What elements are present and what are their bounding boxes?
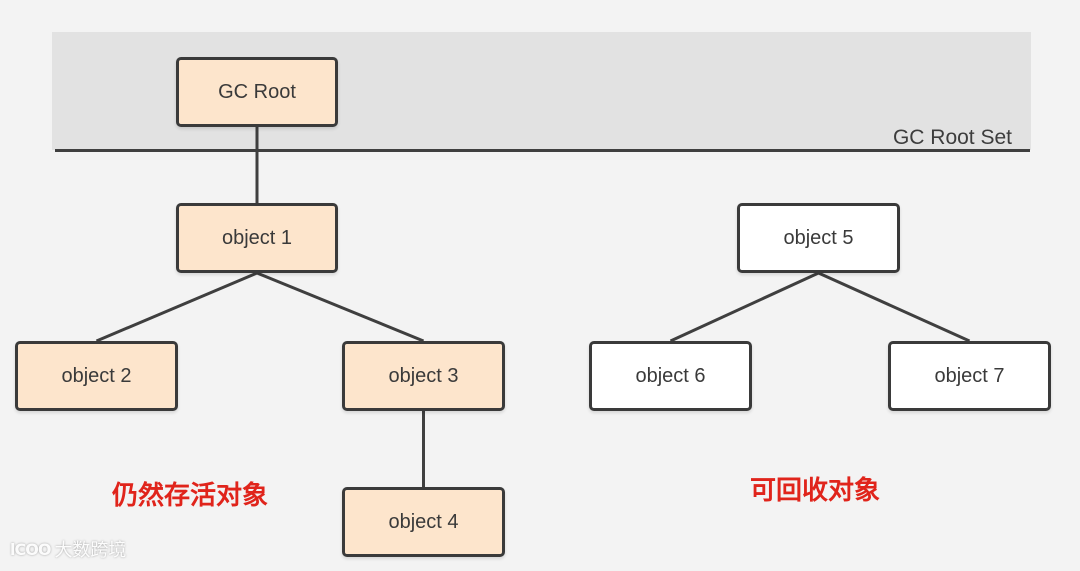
edge-object5-to-object7 [817, 271, 971, 343]
object-6-label: object 6 [635, 364, 706, 387]
object-2-node: object 2 [15, 341, 178, 411]
watermark: lCOO 大数跨境 [10, 536, 126, 562]
object-7-label: object 7 [934, 364, 1005, 387]
gc-root-set-boundary-line [55, 149, 1030, 152]
edge-object5-to-object6 [669, 271, 820, 343]
gc-root-set-label: GC Root Set [892, 126, 1012, 149]
object-4-node: object 4 [342, 487, 505, 557]
object-2-label: object 2 [61, 364, 132, 387]
object-1-node: object 1 [176, 203, 338, 273]
edge-object1-to-object3 [256, 271, 425, 343]
object-7-node: object 7 [888, 341, 1051, 411]
object-3-label: object 3 [388, 364, 459, 387]
gc-root-label: GC Root [218, 80, 296, 103]
collectable-objects-caption: 可回收对象 [750, 476, 881, 506]
watermark-text: 大数跨境 [54, 540, 127, 561]
object-5-node: object 5 [737, 203, 900, 273]
object-1-label: object 1 [221, 226, 293, 249]
object-3-node: object 3 [342, 341, 505, 411]
object-4-label: object 4 [388, 510, 459, 533]
object-6-node: object 6 [589, 341, 752, 411]
alive-objects-caption: 仍然存活对象 [112, 481, 269, 511]
gc-root-node: GC Root [176, 57, 338, 127]
edge-object1-to-object2 [95, 271, 258, 343]
object-5-label: object 5 [783, 226, 854, 249]
watermark-logo: lCOO [10, 539, 51, 559]
